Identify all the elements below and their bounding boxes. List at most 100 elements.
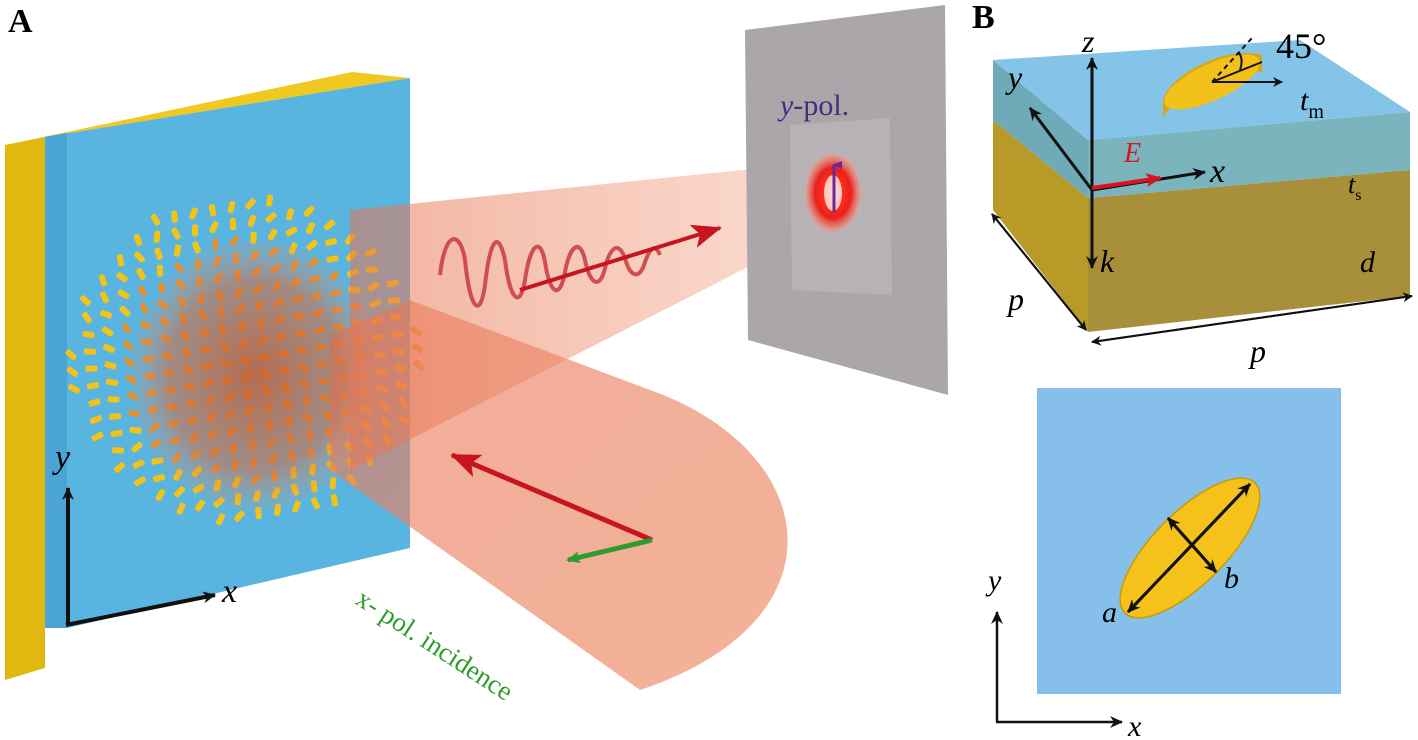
nanoantenna — [285, 208, 295, 221]
cell-wave-label: k — [1100, 243, 1115, 279]
incident-pol-arrow — [566, 537, 653, 564]
nanoantenna — [189, 207, 198, 220]
nanoantenna — [306, 239, 318, 251]
nanoantenna — [133, 233, 143, 247]
e-field-arrow — [1091, 173, 1162, 190]
angle-label: 45° — [1276, 26, 1326, 66]
nanoantenna — [89, 415, 103, 425]
nanoantenna — [99, 310, 113, 319]
nanoantenna — [68, 383, 80, 394]
output-polarization-label: y-pol. — [777, 89, 849, 122]
output-beam — [350, 160, 850, 470]
nanoantenna — [330, 494, 339, 507]
unit-cell: z y x E k 45° tm ts d p p — [991, 23, 1413, 369]
nanoantenna — [176, 502, 186, 515]
nanoantenna — [123, 340, 133, 351]
cell-field-label: E — [1123, 138, 1141, 169]
nanoantenna — [108, 413, 122, 420]
nanoantenna — [215, 513, 226, 526]
nanoantenna — [131, 441, 143, 453]
nanoantenna — [104, 361, 117, 370]
nanoantenna — [102, 343, 116, 354]
nanoantenna — [85, 365, 98, 372]
nanoantenna — [88, 398, 101, 407]
nanoantenna — [171, 210, 178, 223]
nanoantenna — [150, 213, 161, 226]
nanoantenna — [66, 366, 79, 377]
top-view-axis-x: x — [1127, 710, 1142, 740]
panel-b-label: B — [972, 0, 995, 36]
nanoantenna — [91, 431, 104, 442]
nanoantenna — [99, 291, 110, 304]
nanoantenna — [121, 322, 132, 334]
incident-polarization-label: x- pol. incidence — [351, 583, 519, 707]
nanoantenna — [116, 254, 125, 267]
top-view-axis-y: y — [985, 564, 1002, 597]
nanoantenna — [292, 500, 301, 513]
nanoantenna — [245, 198, 256, 210]
nanoantenna — [265, 194, 274, 207]
nanoantenna — [173, 244, 182, 257]
nanoantenna — [129, 426, 142, 434]
metal-thickness-label: tm — [1300, 84, 1324, 123]
nanoantenna — [323, 219, 336, 231]
beam-spot — [130, 240, 380, 510]
nanoantenna — [116, 272, 128, 283]
nanoantenna — [227, 200, 236, 214]
nanoantenna — [310, 497, 321, 510]
nanoantenna — [229, 217, 237, 231]
nanoantenna — [110, 429, 123, 438]
nanoantenna — [208, 204, 217, 217]
nanoantenna — [98, 274, 108, 287]
period-label-bottom: p — [1248, 333, 1266, 369]
nanoantenna — [194, 499, 206, 512]
cell-axis-y: y — [1005, 59, 1023, 95]
nanoantenna — [155, 489, 166, 501]
nanoantenna — [326, 255, 339, 263]
nanoantenna — [192, 241, 201, 254]
nanoantenna — [105, 378, 119, 387]
nanoantenna — [156, 264, 164, 277]
substrate-thickness-label: d — [1360, 246, 1376, 279]
nanoantenna — [191, 224, 199, 237]
panel-a-label: A — [8, 3, 33, 40]
nanoantenna — [136, 268, 146, 280]
nanoantenna — [305, 222, 316, 235]
spacer-thickness-label: ts — [1348, 170, 1361, 204]
nanoantenna — [265, 212, 277, 223]
panel-a: A y x y-pol. x- pol. incidence — [5, 3, 948, 706]
nanoantenna — [154, 247, 163, 260]
axis-x-label: x — [221, 573, 237, 610]
nanoantenna — [234, 510, 245, 522]
nanoantenna — [113, 461, 126, 473]
nanoantenna — [173, 486, 186, 498]
period-label-left: p — [1006, 281, 1024, 317]
nanoantenna — [247, 214, 257, 227]
nanoantenna — [324, 237, 338, 247]
incident-propagation-arrow — [450, 452, 653, 543]
major-axis-label: a — [1102, 596, 1117, 629]
nanoantenna — [132, 459, 145, 469]
nanoantenna — [86, 381, 100, 390]
axis-y-label: y — [52, 439, 71, 476]
panel-a-axes — [62, 487, 216, 627]
nanoantenna — [285, 226, 298, 237]
nanoantenna — [101, 326, 114, 337]
nanoantenna — [82, 330, 95, 339]
nanoantenna — [152, 473, 166, 483]
nanoantenna — [79, 295, 92, 306]
nanoantenna — [133, 251, 146, 263]
nanoantenna — [134, 476, 146, 487]
top-view: a b y x — [985, 388, 1341, 740]
panel-b: B — [972, 0, 1413, 740]
output-propagation-arrow — [519, 224, 722, 292]
nanoantenna — [303, 205, 315, 217]
nanoantenna — [119, 305, 131, 317]
nanoantenna — [83, 348, 97, 355]
nanoantenna — [117, 289, 130, 300]
nanoantenna — [171, 227, 181, 240]
substrate-edge — [45, 133, 67, 628]
cell-axis-z: z — [1081, 23, 1095, 59]
nanoantenna — [107, 396, 120, 403]
